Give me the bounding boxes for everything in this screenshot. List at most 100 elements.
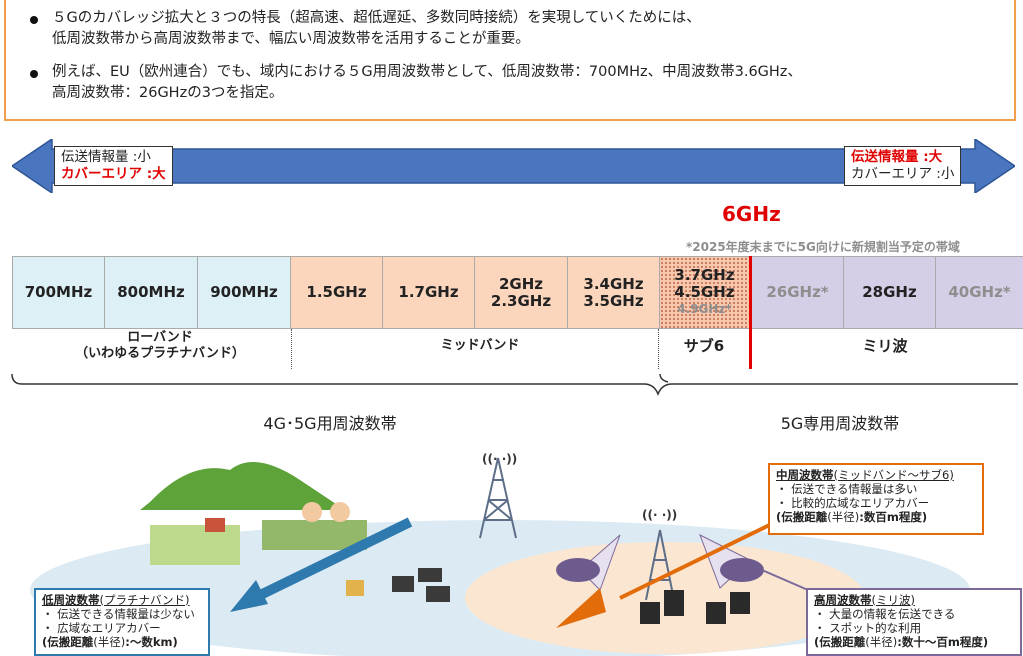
band-label: 3.4GHz <box>583 274 644 293</box>
category-sub6: サブ6 <box>683 337 725 355</box>
six-ghz-line <box>749 256 752 369</box>
frequency-band-row: 700MHz 800MHz 900MHz 1.5GHz 1.7GHz 2GHz … <box>12 256 1023 329</box>
wave-icon: ((· ·)) <box>642 508 678 522</box>
group-braces <box>11 373 1018 396</box>
pasture-icon <box>150 525 240 565</box>
brace-5g <box>659 373 669 383</box>
shop-icon <box>346 580 364 596</box>
band-800mhz: 800MHz <box>105 257 198 328</box>
low-band-line-3: (伝搬距離(半径):～数km) <box>42 635 202 649</box>
title-text: 中周波数帯 <box>776 468 834 482</box>
category-mmwave: ミリ波 <box>862 337 908 355</box>
band-label: 2GHz <box>498 274 544 293</box>
category-low-line-2: （いわゆるプラチナバンド） <box>75 346 245 361</box>
factory-spot-icon <box>556 558 600 582</box>
band-40ghz: 40GHz* <box>936 257 1023 328</box>
band-900mhz: 900MHz <box>198 257 291 328</box>
farmer-icon <box>330 502 350 522</box>
band-label: 26GHz* <box>766 283 829 301</box>
footnote: *2025年度末までに5G向けに新規割当予定の帯域 <box>686 240 960 254</box>
group-5g-label: 5G専用周波数帯 <box>780 414 900 433</box>
brace-4g5g <box>11 373 1018 396</box>
band-label: 28GHz <box>862 283 917 301</box>
mid-band-line-1: ・ 伝送できる情報量は多い <box>776 482 918 496</box>
stadium-spot-icon <box>720 558 764 582</box>
intro-bullet-2: 例えば、EU（欧州連合）でも、域内における５G用周波数帯として、低周波数帯：70… <box>30 62 802 104</box>
six-ghz-marker: 6GHz <box>722 202 781 226</box>
intro-bullet-1-line-1: ５Gのカバレッジ拡大と３つの特長（超高速、超低遅延、多数同時接続）を実現していく… <box>52 10 701 26</box>
range-label: (伝搬距離 <box>814 635 866 649</box>
range-value: :～数km) <box>125 635 178 649</box>
band-label: 700MHz <box>24 283 93 301</box>
mid-band-tower-icon <box>645 529 675 601</box>
title-paren: (ミッドバンド～サブ6) <box>833 468 954 482</box>
low-band-arrow <box>247 517 413 605</box>
high-band-title: 高周波数帯(ミリ波) <box>814 593 1014 607</box>
band-label: 3.5GHz <box>583 291 644 310</box>
band-3-4ghz: 3.4GHz 3.5GHz <box>568 257 660 328</box>
intro-bullet-1-line-2: 低周波数帯から高周波数帯まで、幅広い周波数帯を活用することが重要。 <box>52 31 530 47</box>
farmer-icon <box>302 502 322 522</box>
separator-low-mid <box>291 329 292 369</box>
category-low-line-1: ローバンド <box>127 330 193 345</box>
range-radius: (半径) <box>865 635 898 649</box>
intro-bullet-2-line-2: 高周波数帯：26GHzの3つを指定。 <box>52 85 284 101</box>
band-2ghz: 2GHz 2.3GHz <box>475 257 568 328</box>
hill-icon <box>140 462 345 510</box>
range-label: (伝搬距離 <box>776 510 828 524</box>
bullet-dot <box>30 16 38 24</box>
range-value: :数百m程度) <box>859 510 928 524</box>
high-band-pointer <box>761 569 809 591</box>
band-28ghz: 28GHz <box>844 257 936 328</box>
mid-band-line-2: ・ 比較的広域なエリアカバー <box>776 496 930 510</box>
range-label: (伝搬距離 <box>42 635 94 649</box>
low-band-tower-icon <box>479 457 517 539</box>
category-low-band: ローバンド （いわゆるプラチナバンド） <box>60 330 260 362</box>
band-label: 40GHz* <box>948 283 1011 301</box>
title-text: 低周波数帯 <box>42 593 100 607</box>
arrow-right-label: 伝送情報量 :大 カバーエリア :小 <box>844 146 962 186</box>
mid-band-arrow <box>619 513 791 600</box>
title-paren: (プラチナバンド) <box>99 593 190 607</box>
band-26ghz: 26GHz* <box>752 257 844 328</box>
frequency-double-arrow <box>12 139 1015 193</box>
title-paren: (ミリ波) <box>871 593 915 607</box>
group-4g5g-label: 4G･5G用周波数帯 <box>263 414 397 433</box>
bullet-dot <box>30 70 38 78</box>
separator-mid-sub6 <box>658 329 659 369</box>
buildings-icon <box>640 590 750 624</box>
low-band-info-box: 低周波数帯(プラチナバンド) ・ 伝送できる情報量は少ない ・ 広域なエリアカバ… <box>34 588 210 656</box>
high-band-info-box: 高周波数帯(ミリ波) ・ 大量の情報を伝送できる ・ スポット的な利用 (伝搬距… <box>806 588 1022 656</box>
band-label: 800MHz <box>117 283 185 301</box>
band-label: 2.3GHz <box>490 291 552 310</box>
low-band-title: 低周波数帯(プラチナバンド) <box>42 593 202 607</box>
intro-bullet-2-line-1: 例えば、EU（欧州連合）でも、域内における５G用周波数帯として、低周波数帯：70… <box>52 64 802 80</box>
category-mid-band: ミッドバンド <box>440 338 520 353</box>
band-1-5ghz: 1.5GHz <box>291 257 383 328</box>
low-band-line-2: ・ 広域なエリアカバー <box>42 621 161 635</box>
right-coverage: カバーエリア :小 <box>851 166 955 182</box>
coverage-illustration <box>30 457 970 656</box>
band-label: 900MHz <box>210 283 278 301</box>
band-3-7ghz: 3.7GHz 4.5GHz 4.9GHz* <box>660 257 752 328</box>
high-band-line-3: (伝搬距離(半径):数十～百m程度) <box>814 635 1014 649</box>
arrow-left-label: 伝送情報量 :小 カバーエリア :大 <box>54 146 173 186</box>
left-info-amount: 伝送情報量 :小 <box>61 149 151 165</box>
range-radius: (半径) <box>93 635 126 649</box>
band-label: 4.5GHz <box>674 283 735 301</box>
mid-band-arrowhead <box>556 588 606 628</box>
mid-band-title: 中周波数帯(ミッドバンド～サブ6) <box>776 468 976 482</box>
band-700mhz: 700MHz <box>12 257 105 328</box>
range-value: :数十～百m程度) <box>897 635 989 649</box>
low-band-arrowhead <box>230 580 268 612</box>
range-radius: (半径) <box>827 510 860 524</box>
mid-band-info-box: 中周波数帯(ミッドバンド～サブ6) ・ 伝送できる情報量は多い ・ 比較的広域な… <box>768 463 984 535</box>
high-band-line-1: ・ 大量の情報を伝送できる <box>814 607 956 621</box>
intro-box: ５Gのカバレッジ拡大と３つの特長（超高速、超低遅延、多数同時接続）を実現していく… <box>4 0 1016 121</box>
band-label: 4.9GHz* <box>677 302 732 316</box>
high-band-line-2: ・ スポット的な利用 <box>814 621 922 635</box>
left-coverage: カバーエリア :大 <box>61 166 166 182</box>
title-text: 高周波数帯 <box>814 593 872 607</box>
barn-icon <box>205 518 225 532</box>
band-label: 1.5GHz <box>306 283 367 301</box>
